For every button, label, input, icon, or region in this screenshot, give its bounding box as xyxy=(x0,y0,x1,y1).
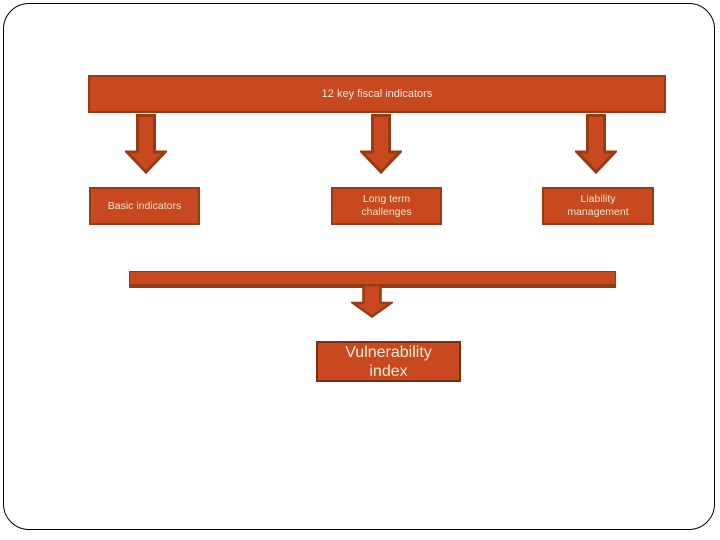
box-basic-indicators-label-line1: Basic indicators xyxy=(107,199,182,212)
down-arrow-icon xyxy=(351,285,393,318)
box-liability-management-label-line1: Liability xyxy=(580,193,616,205)
box-liability-management: Liability management xyxy=(542,187,654,225)
down-arrow-icon xyxy=(125,114,167,174)
title-bar: 12 key fiscal indicators xyxy=(88,75,666,113)
slide-frame: 12 key fiscal indicators Basic indicator… xyxy=(3,3,715,530)
down-arrow-icon xyxy=(575,114,617,174)
box-basic-indicators: Basic indicators xyxy=(89,187,200,225)
title-bar-label: 12 key fiscal indicators xyxy=(321,88,433,100)
down-arrow-icon xyxy=(360,114,402,174)
box-vulnerability-index: Vulnerability index xyxy=(316,341,461,382)
box-long-term-challenges: Long term challenges xyxy=(331,187,442,225)
box-vulnerability-index-label-line1: Vulnerability xyxy=(345,343,432,361)
box-long-term-challenges-label-line1: Long term xyxy=(362,193,411,205)
box-long-term-challenges-label-line2: challenges xyxy=(361,206,412,218)
box-liability-management-label-line2: management xyxy=(567,206,629,218)
box-vulnerability-index-label-line2: index xyxy=(369,362,408,380)
